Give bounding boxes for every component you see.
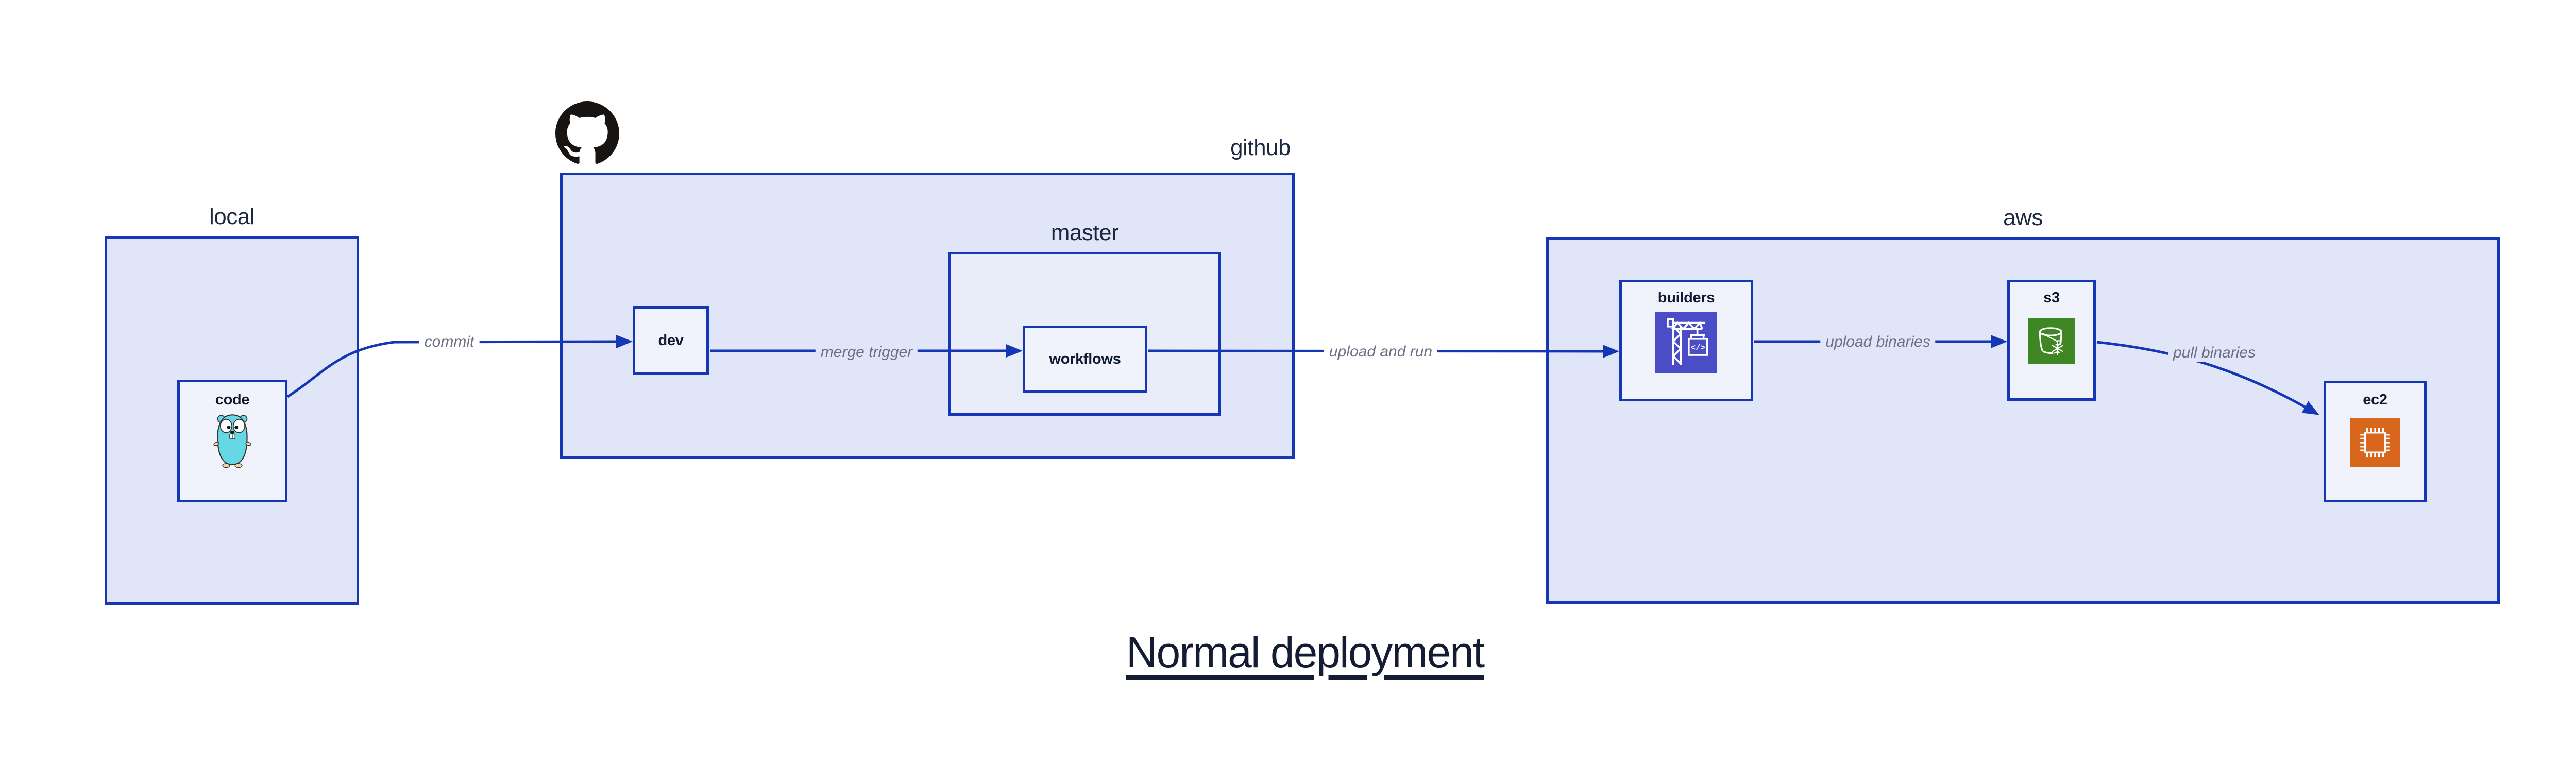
edge-label-upload-and-run: upload and run xyxy=(1324,343,1438,361)
node-workflows-label: workflows xyxy=(1049,351,1121,367)
node-dev-label: dev xyxy=(658,332,684,349)
ec2-chip-icon xyxy=(2350,418,2400,467)
node-ec2: ec2 xyxy=(2324,381,2427,502)
edge-label-upload-binaries: upload binaries xyxy=(1820,333,1936,351)
zone-label-master: master xyxy=(1050,220,1119,245)
diagram-title: Normal deployment xyxy=(944,627,1666,677)
edge-label-commit: commit xyxy=(419,333,480,351)
edge-label-merge-trigger: merge trigger xyxy=(815,343,918,362)
node-ec2-label: ec2 xyxy=(2363,392,2387,408)
codebuild-crane-icon: </> xyxy=(1655,312,1717,373)
codebuild-code-glyph: </> xyxy=(1691,343,1705,352)
zone-label-local: local xyxy=(209,204,255,229)
zone-label-aws: aws xyxy=(2003,205,2043,230)
go-gopher-icon xyxy=(213,414,251,468)
edge-label-pull-binaries: pull binaries xyxy=(2167,344,2261,362)
node-s3: s3 xyxy=(2007,280,2096,401)
node-builders-label: builders xyxy=(1657,290,1715,306)
zone-label-github: github xyxy=(1230,135,1291,160)
github-octocat-logo xyxy=(555,101,619,164)
node-code-label: code xyxy=(215,392,250,408)
node-workflows: workflows xyxy=(1023,326,1147,393)
s3-bucket-snowflake-icon xyxy=(2028,318,2075,364)
node-code: code xyxy=(177,380,287,502)
node-builders: builders </> xyxy=(1619,280,1753,401)
diagram-title-text: Normal deployment xyxy=(1126,628,1485,676)
node-dev: dev xyxy=(633,306,709,375)
node-s3-label: s3 xyxy=(2043,290,2060,306)
